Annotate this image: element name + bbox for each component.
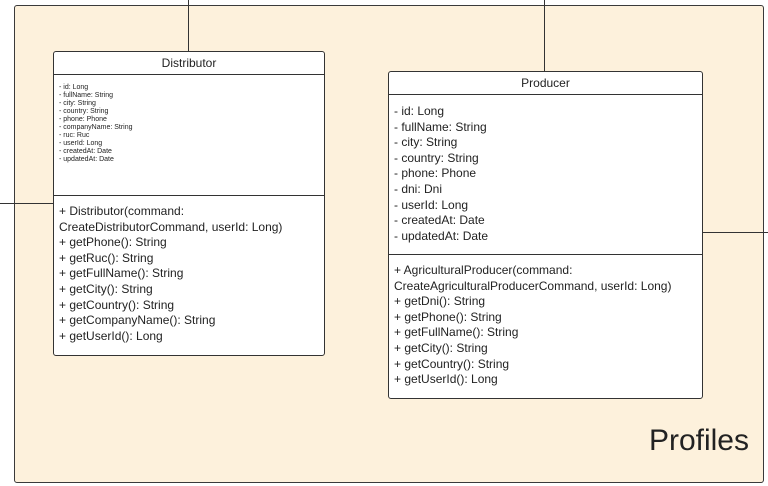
method: + getRuc(): String (59, 250, 154, 265)
distributor-left-connector (0, 203, 54, 204)
distributor-class-name: Distributor (54, 52, 324, 75)
method: + getPhone(): String (59, 235, 167, 250)
attribute: - createdAt: Date (394, 213, 485, 228)
method: + getDni(): String (394, 294, 486, 309)
attribute: - id: Long (59, 84, 89, 91)
method: CreateDistributorCommand, userId: Long) (59, 219, 283, 234)
method: + AgriculturalProducer(command: (394, 263, 573, 277)
method: + getCity(): String (59, 281, 153, 296)
attribute: - country: String (59, 108, 109, 116)
attribute: - createdAt: Date (59, 148, 112, 156)
method: + getUserId(): Long (394, 372, 498, 387)
attribute: - updatedAt: Date (59, 156, 114, 164)
attribute: - city: String (59, 100, 96, 108)
attribute: - dni: Dni (394, 181, 443, 196)
producer-right-connector (702, 232, 768, 233)
attribute: - ruc: Ruc (59, 132, 90, 140)
attribute: - phone: Phone (394, 166, 477, 181)
method: + getCompanyName(): String (59, 313, 216, 328)
producer-attributes: - id: Long - fullName: String - city: St… (389, 95, 702, 255)
attribute: - id: Long (394, 104, 445, 118)
producer-class[interactable]: Producer - id: Long - fullName: String -… (388, 71, 703, 399)
producer-top-connector (544, 0, 545, 72)
method: CreateAgriculturalProducerCommand, userI… (394, 278, 672, 293)
distributor-methods: + Distributor(command: CreateDistributor… (54, 196, 324, 344)
distributor-class[interactable]: Distributor - id: Long - fullName: Strin… (53, 51, 325, 356)
method: + getCountry(): String (394, 356, 510, 371)
attribute: - fullName: String (394, 119, 487, 134)
method: + getCity(): String (394, 340, 488, 355)
method: + getFullName(): String (59, 266, 184, 281)
attribute: - updatedAt: Date (394, 228, 489, 243)
package-title: Profiles (648, 424, 749, 457)
method: + getPhone(): String (394, 309, 502, 324)
method: + Distributor(command: (59, 204, 185, 218)
distributor-attributes: - id: Long - fullName: String - city: St… (54, 75, 324, 196)
attribute: - city: String (394, 135, 458, 150)
attribute: - fullName: String (59, 92, 114, 100)
attribute: - phone: Phone (59, 116, 107, 124)
attribute: - companyName: String (59, 124, 133, 132)
attribute: - userId: Long (394, 197, 469, 212)
distributor-top-connector (188, 0, 189, 52)
attribute: - country: String (394, 150, 479, 165)
method: + getCountry(): String (59, 297, 175, 312)
method: + getUserId(): Long (59, 328, 163, 343)
attribute: - userId: Long (59, 140, 103, 148)
method: + getFullName(): String (394, 325, 519, 340)
producer-class-name: Producer (389, 72, 702, 95)
producer-methods: + AgriculturalProducer(command: CreateAg… (389, 255, 702, 388)
